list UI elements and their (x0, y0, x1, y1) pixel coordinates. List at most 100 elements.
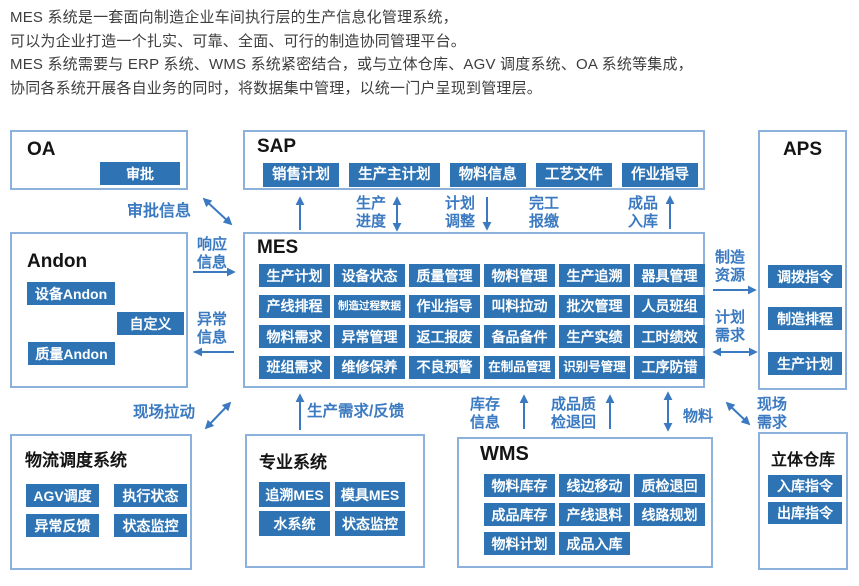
mes-module: 质量管理 (409, 264, 480, 287)
warehouse-module: 入库指令 (768, 475, 842, 497)
sap-module: 生产主计划 (349, 163, 440, 187)
flow-label-production-progress: 生产进度 (356, 195, 387, 230)
flow-label-exception-info: 异常信息 (197, 311, 228, 346)
logistics-modules: AGV调度 执行状态 异常反馈 状态监控 (26, 484, 187, 537)
flow-label-site-pull: 现场拉动 (133, 404, 196, 421)
logistics-module: 异常反馈 (26, 514, 99, 537)
flow-label-site-demand: 现场需求 (757, 396, 788, 431)
flow-label-plan-demand: 计划需求 (715, 309, 746, 344)
mes-module: 备品备件 (484, 325, 555, 348)
special-title: 专业系统 (259, 453, 327, 472)
andon-module: 质量Andon (28, 342, 115, 365)
mes-module: 生产追溯 (559, 264, 630, 287)
flow-label-finished-goods-in: 成品入库 (628, 195, 659, 230)
intro-text: MES 系统是一套面向制造企业车间执行层的生产信息化管理系统， 可以为企业打造一… (10, 6, 693, 100)
intro-line: MES 系统是一套面向制造企业车间执行层的生产信息化管理系统， (10, 9, 458, 26)
mes-title: MES (257, 237, 299, 258)
mes-module: 生产实绩 (559, 325, 630, 348)
arrow-approval-info (202, 197, 233, 226)
warehouse-module: 出库指令 (768, 502, 842, 524)
wms-title: WMS (480, 443, 529, 465)
logistics-module: AGV调度 (26, 484, 99, 507)
logistics-system-box: 物流调度系统 AGV调度 执行状态 异常反馈 状态监控 (10, 434, 192, 570)
mes-module: 器具管理 (634, 264, 705, 287)
mes-module: 不良预警 (409, 355, 480, 379)
mes-module: 设备状态 (334, 264, 405, 287)
oa-system-box: OA 审批 (10, 130, 188, 190)
flow-label-inventory-info: 库存信息 (470, 396, 501, 431)
mes-module: 人员班组 (634, 294, 705, 318)
wms-system-box: WMS 物料库存 线边移动 质检退回 成品库存 产线退料 线路规划 物料计划 成… (457, 437, 713, 568)
sap-title: SAP (257, 136, 297, 157)
flow-label-mfg-resources: 制造资源 (715, 249, 746, 284)
wms-module: 物料计划 (484, 532, 555, 555)
mes-module: 在制品管理 (484, 355, 555, 379)
wms-modules: 物料库存 线边移动 质检退回 成品库存 产线退料 线路规划 物料计划 成品入库 (484, 474, 705, 555)
special-system-box: 专业系统 追溯MES 模具MES 水系统 状态监控 (245, 434, 425, 568)
flow-label-finished-qc-return: 成品质检退回 (551, 396, 597, 431)
special-module: 水系统 (259, 511, 330, 536)
oa-module-approval: 审批 (100, 162, 180, 185)
sap-module: 工艺文件 (535, 163, 612, 187)
andon-system-box: Andon 设备Andon 自定义 质量Andon (10, 232, 188, 388)
wms-module: 成品入库 (559, 532, 630, 555)
special-module: 追溯MES (259, 482, 330, 507)
andon-module: 自定义 (117, 312, 184, 335)
wms-module: 质检退回 (634, 474, 705, 497)
flow-label-completion-report: 完工报缴 (529, 195, 560, 230)
mes-module: 批次管理 (559, 294, 630, 318)
flow-label-response-info: 响应信息 (197, 236, 228, 271)
mes-module: 工时绩效 (634, 325, 705, 348)
logistics-title: 物流调度系统 (25, 451, 127, 470)
aps-system-box: APS 调拨指令 制造排程 生产计划 (758, 130, 847, 390)
mes-module: 物料需求 (259, 325, 330, 348)
sap-system-box: SAP 销售计划 生产主计划 物料信息 工艺文件 作业指导 (243, 130, 705, 190)
sap-modules: 销售计划 生产主计划 物料信息 工艺文件 作业指导 (263, 163, 698, 187)
flow-label-material: 物料 (683, 408, 714, 425)
sap-module: 物料信息 (449, 163, 526, 187)
andon-module: 设备Andon (27, 282, 115, 305)
logistics-module: 状态监控 (114, 514, 187, 537)
mes-module: 工序防错 (634, 355, 705, 379)
wms-module: 产线退料 (559, 503, 630, 526)
mes-modules: 生产计划 设备状态 质量管理 物料管理 生产追溯 器具管理 产线排程 制造过程数… (259, 264, 705, 379)
flow-label-production-demand-feedback: 生产需求/反馈 (307, 403, 405, 420)
wms-module: 物料库存 (484, 474, 555, 497)
arrow-site-pull (204, 401, 232, 430)
flow-label-plan-adjust: 计划调整 (445, 195, 476, 230)
mes-system-box: MES 生产计划 设备状态 质量管理 物料管理 生产追溯 器具管理 产线排程 制… (243, 232, 705, 388)
mes-module: 物料管理 (484, 264, 555, 287)
special-module: 模具MES (335, 482, 405, 507)
aps-module: 生产计划 (768, 352, 842, 375)
mes-module: 识别号管理 (559, 355, 630, 379)
wms-module: 成品库存 (484, 503, 555, 526)
mes-module: 叫料拉动 (484, 294, 555, 318)
logistics-module: 执行状态 (114, 484, 187, 507)
mes-module: 班组需求 (259, 355, 330, 379)
mes-module: 生产计划 (259, 264, 330, 287)
warehouse-system-box: 立体仓库 入库指令 出库指令 (758, 432, 848, 570)
aps-module: 制造排程 (768, 307, 842, 330)
sap-module: 销售计划 (263, 163, 339, 187)
aps-module: 调拨指令 (768, 265, 842, 288)
mes-module: 异常管理 (334, 325, 405, 348)
warehouse-title: 立体仓库 (770, 452, 835, 469)
mes-module: 作业指导 (409, 294, 480, 318)
mes-module: 制造过程数据 (334, 294, 405, 318)
aps-title: APS (782, 139, 823, 160)
intro-line: 协同各系统开展各自业务的同时，将数据集中管理，以统一门户呈现到管理层。 (10, 79, 543, 97)
sap-module: 作业指导 (622, 163, 698, 187)
wms-module: 线路规划 (634, 503, 705, 526)
intro-line: 可以为企业打造一个扎实、可靠、全面、可行的制造协同管理平台。 (10, 32, 467, 50)
wms-module: 线边移动 (559, 474, 630, 497)
mes-module: 返工报废 (409, 325, 480, 348)
arrow-site-demand (725, 401, 751, 426)
special-module: 状态监控 (335, 511, 405, 536)
mes-module: 维修保养 (334, 355, 405, 379)
andon-title: Andon (27, 251, 88, 272)
special-modules: 追溯MES 模具MES 水系统 状态监控 (259, 482, 405, 536)
mes-module: 产线排程 (259, 294, 330, 318)
oa-title: OA (27, 139, 56, 160)
intro-line: MES 系统需要与 ERP 系统、WMS 系统紧密结合，或与立体仓库、AGV 调… (10, 56, 693, 73)
